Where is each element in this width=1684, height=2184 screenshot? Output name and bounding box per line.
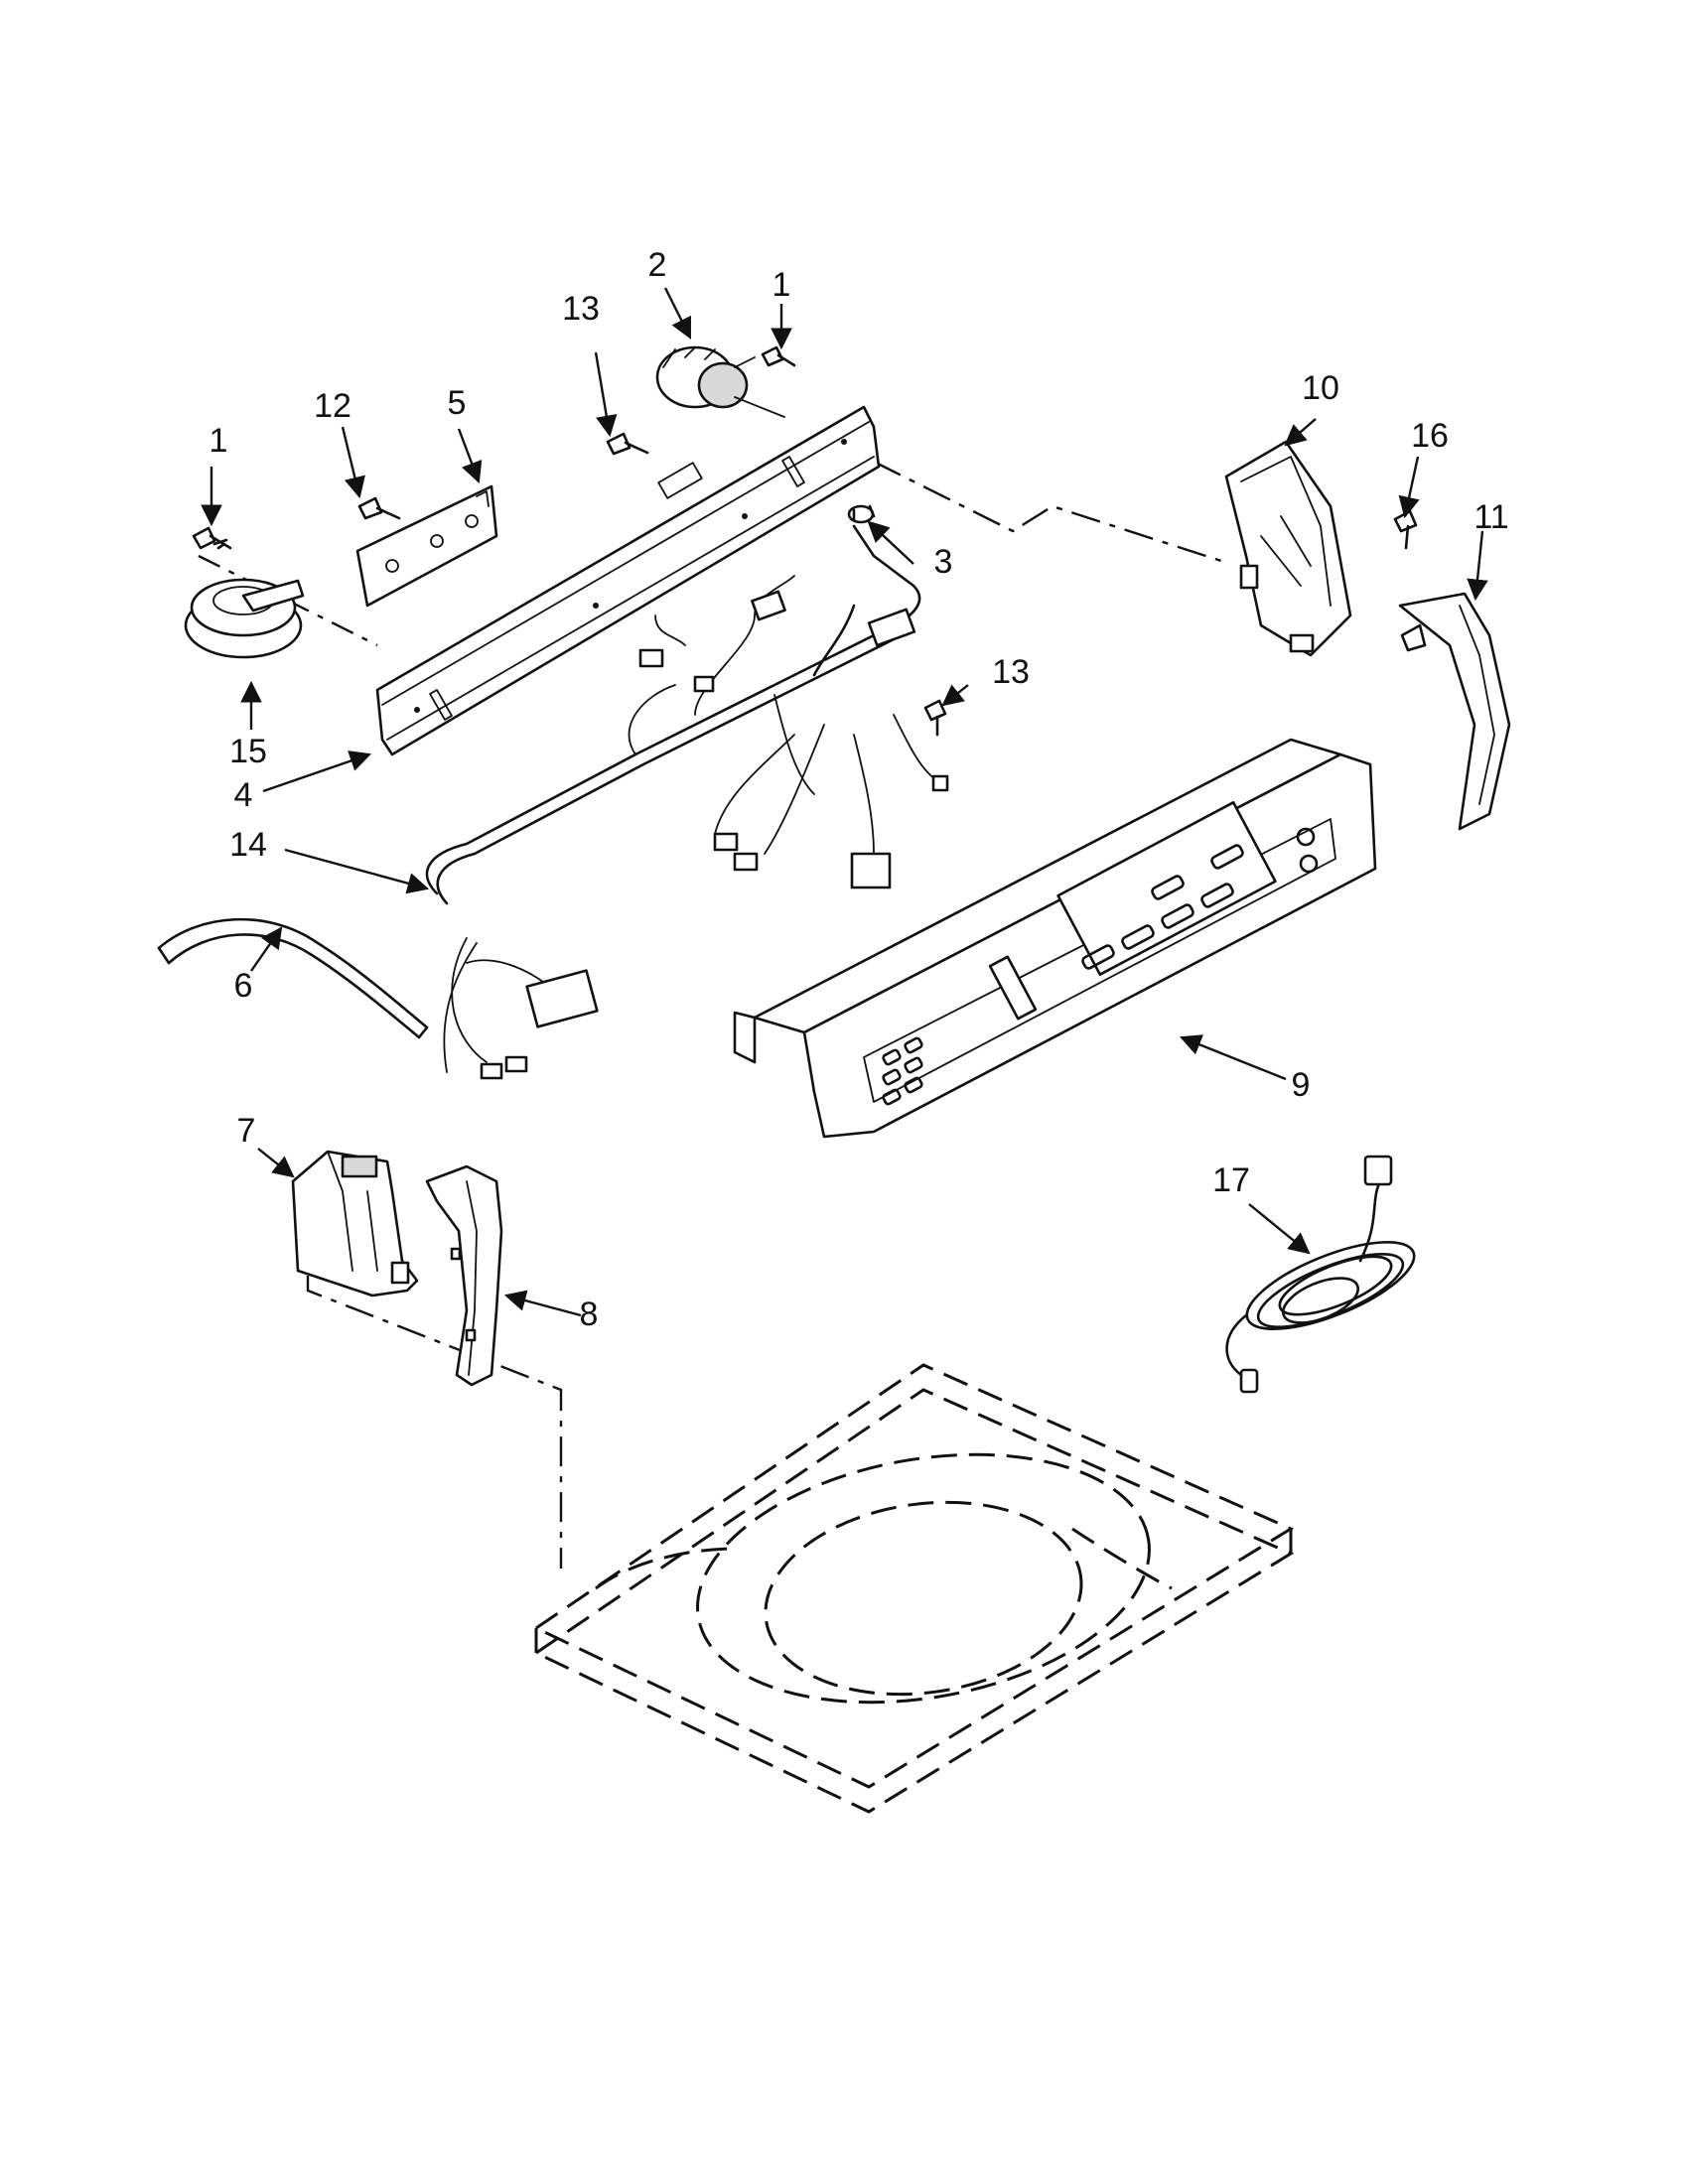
- callout-4: 4: [234, 776, 253, 814]
- callout-17: 17: [1212, 1161, 1250, 1199]
- callout-1-right: 1: [772, 266, 791, 304]
- callout-11: 11: [1474, 498, 1508, 536]
- callout-1-left: 1: [210, 422, 228, 460]
- wire-harness: [425, 524, 949, 1080]
- pressure-hose: [157, 917, 429, 1039]
- callout-12: 12: [314, 387, 351, 425]
- cabinet-top-outline: [532, 1363, 1295, 1814]
- callout-2: 2: [648, 246, 667, 284]
- screw-1-right: [761, 345, 796, 367]
- callout-10: 10: [1302, 369, 1339, 407]
- right-endcap-bracket: [1224, 440, 1352, 657]
- screw-1-left: [192, 526, 232, 550]
- screw-16: [1393, 509, 1418, 550]
- screw-13-mid: [923, 699, 947, 737]
- selector-switch: [655, 345, 785, 418]
- callout-13-mid: 13: [992, 653, 1030, 691]
- callout-8: 8: [580, 1296, 599, 1333]
- callout-16: 16: [1411, 417, 1449, 455]
- left-endcap-trim: [425, 1164, 503, 1387]
- callout-3: 3: [934, 543, 953, 581]
- console-buttons: [882, 827, 1319, 1106]
- callout-13-top: 13: [562, 290, 600, 328]
- screw-12: [357, 496, 401, 520]
- pressure-switch: [184, 578, 305, 659]
- clip-3: [847, 504, 876, 524]
- callout-9: 9: [1292, 1066, 1311, 1104]
- callout-14: 14: [229, 826, 267, 864]
- callout-6: 6: [234, 967, 253, 1005]
- power-cord: [1225, 1155, 1416, 1394]
- callout-7: 7: [237, 1112, 256, 1150]
- right-endcap-trim: [1398, 592, 1511, 831]
- callout-leaders: [201, 287, 1488, 1317]
- control-panel-bracket: [375, 405, 881, 756]
- timer-board: [355, 484, 498, 608]
- callout-5: 5: [448, 384, 467, 422]
- control-console: [733, 738, 1377, 1139]
- screw-13-top: [606, 432, 649, 456]
- callout-15: 15: [229, 733, 267, 770]
- left-endcap-bracket: [291, 1150, 419, 1297]
- callout-labels: 1 1 2 3 4 5 6 7 8 9 10 11 12 13 13 14 15…: [210, 246, 1509, 1333]
